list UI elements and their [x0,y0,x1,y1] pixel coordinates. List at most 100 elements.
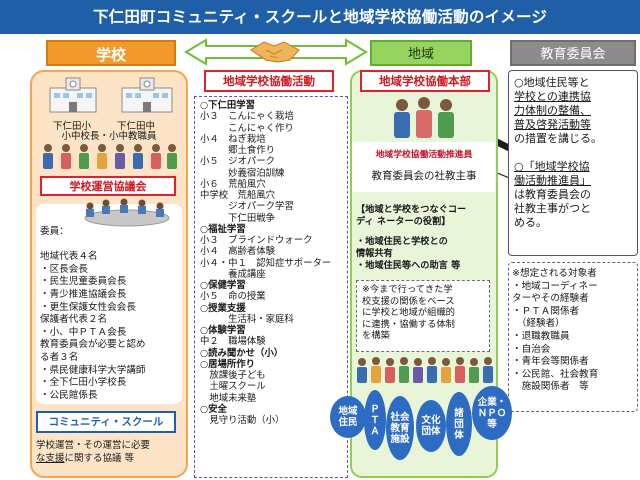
board-line: 普及啓発活動等 [514,118,591,131]
activity-section: ○読み聞かせ（小） [200,347,284,359]
member-line: 地域代表４名 [40,251,98,263]
board-line: は教育委員会の [514,188,591,201]
staff-people-icon [43,144,177,169]
member-line: ・更生保護女性会会長 [40,301,136,313]
activity-title: 地域学校協働活動 [204,70,334,92]
note-line: に連携・協働する体制 [362,318,455,330]
activity-item: 小６ 荒船風穴 [200,178,266,190]
candidate-list: ※想定される対象者 ・地域コーディネー ターやその経験者 ・ＰＴＡ関係者 （経験… [512,268,636,394]
board-panel [508,70,638,256]
coordinator-role-list: ・地域住民と学校との 情報共有 ・地域住民等への助言 等 [356,236,496,272]
school-name-elementary: 下仁田小 [52,121,91,132]
board-line: 学校との連携協 [514,90,591,103]
community-crowd-icon [357,357,493,383]
role-title-line1: 【地域と学校をつなぐコー [356,204,467,215]
board-line [514,146,634,160]
activity-section: ○安全 [200,403,227,415]
org-pta: ＰＴＡ [364,390,386,450]
system-note-text: ※今まで行ってきた学 校支援の関係をベース に学校と地域が組織的 に連携・協働す… [362,284,486,342]
activity-item: 小３ ブラインドウォーク [200,235,313,246]
org-companies-npo: 企業・ＮＰＯ等 [472,386,512,440]
honbu-title: 地域学校協働本部 [360,70,490,92]
org-groups: 諸団体 [446,392,472,456]
role-item: ・地域住民等への助言 等 [356,260,461,271]
activity-item: 下仁田戦争 [200,212,276,224]
activity-item: 見守り活動（小） [200,415,285,426]
candidate-line: ターやその経験者 [512,293,589,305]
activity-item: 中２ 職場体験 [200,336,266,348]
candidate-line: ・ＰＴＡ関係者 [512,305,580,317]
member-line: ・県民健康科学大学講師 [40,364,146,376]
note-line: を構築 [362,330,390,342]
member-line: ・民生児童委員会長 [40,276,127,288]
candidate-line: （経験者） [512,318,565,330]
member-line: ・公民館係長 [40,389,98,401]
member-line: ・青少推進協議会長 [40,288,127,300]
cs-note-line1: 学校運営・その運営に必要 [36,440,151,451]
activity-item: 地域未来塾 [200,392,257,404]
suishin-box [352,142,495,192]
activity-item: 小５ ジオパーク [200,156,276,168]
role-title-line2: ディ ネーターの役割】 [356,215,451,227]
community-school-note: 学校運営・その運営に必要 な支援に関する協議 等 [36,440,184,465]
activity-item: 小４ ねぎ栽培 [200,133,266,145]
suishin-description: 教育委員会の社教主事 [371,170,477,182]
chiiki-header: 地域 [370,40,472,66]
activity-item: 小４ 高齢者体験 [200,246,276,258]
coordinator-people-icon [394,97,454,138]
role-item: 情報共有 [356,248,393,259]
community-school-title: コミュニティ・スクール [36,411,176,433]
member-line: る者３名 [40,351,79,363]
activity-item: 小４・中１ 認知症サポーター [200,257,332,269]
activity-item: 土曜スクール [200,381,266,393]
activity-section: ○体験学習 [200,325,246,336]
candidate-line: ※想定される対象者 [512,268,597,279]
system-note-box [356,280,490,352]
council-title: 学校運営協議会 [40,176,176,196]
activity-section: ○保健学習 [200,280,246,291]
board-line: ○「地域学校協 [514,160,590,173]
activity-item: ジオパーク学習 [200,201,294,213]
board-header: 教育委員会 [510,40,636,66]
activity-item: 妙義宿泊訓練 [200,167,285,179]
role-item: ・地域住民と学校との [356,236,448,247]
activity-item: 養成講座 [200,268,266,280]
member-line [40,239,180,252]
activity-item: こんにゃく作り [200,122,294,134]
candidate-line: 施設関係者 等 [512,381,589,393]
cs-note-rest: に関する協議 等 [64,452,135,464]
board-line: 社教主事がつと [514,202,591,215]
candidate-line: ・公民館、社会教育 [512,368,599,380]
org-culture: 文化団体 [416,400,446,452]
activity-section: ○授業支援 [200,302,246,314]
school-name-junior-high: 下仁田中 [116,121,155,132]
activity-item: 生活科・家庭科 [200,313,294,325]
member-line: 保護者代表２名 [40,314,108,326]
candidate-line: ・地域コーディネー [512,280,598,292]
activity-section: ○下仁田学習 [200,100,256,111]
coordinator-role-title: 【地域と学校をつなぐコー ディ ネーターの役割】 [356,204,494,227]
school-building-icon [49,77,173,113]
board-line: ○地域住民等と [514,76,590,89]
board-line: の措置を講じる。 [514,132,602,145]
meeting-icon [84,198,170,227]
handshake-icon [249,41,300,63]
activity-panel [194,96,348,478]
board-description: ○地域住民等と 学校との連携協 力体制の整備、 普及啓発活動等 の措置を講じる。… [514,76,634,230]
cs-note-underlined: な支援 [36,452,65,464]
school-council-area [36,204,182,404]
school-header: 学校 [46,40,176,66]
board-line: 力体制の整備、 [514,104,591,117]
activity-section: ○福祉学習 [200,223,246,235]
activity-section: ○居場所作り [200,358,256,370]
activity-item: 小３ こんにゃく栽培 [200,111,294,123]
candidate-line: ・退職教職員 [512,330,570,342]
candidate-panel [508,262,638,412]
member-line: 委員： [40,226,69,237]
member-line: 教育委員会が必要と認め [40,339,146,351]
council-members: 委員： 地域代表４名 ・区長会長 ・民生児童委員会長 ・青少推進協議会長 ・更生… [40,226,180,402]
org-residents: 地域住民 [330,396,366,438]
page-title: 下仁田町コミュニティ・スクールと地域学校協働活動のイメージ [92,8,548,26]
note-line: に学校と地域が組織的 [362,307,455,319]
note-line: 校支援の関係をベース [362,295,455,307]
